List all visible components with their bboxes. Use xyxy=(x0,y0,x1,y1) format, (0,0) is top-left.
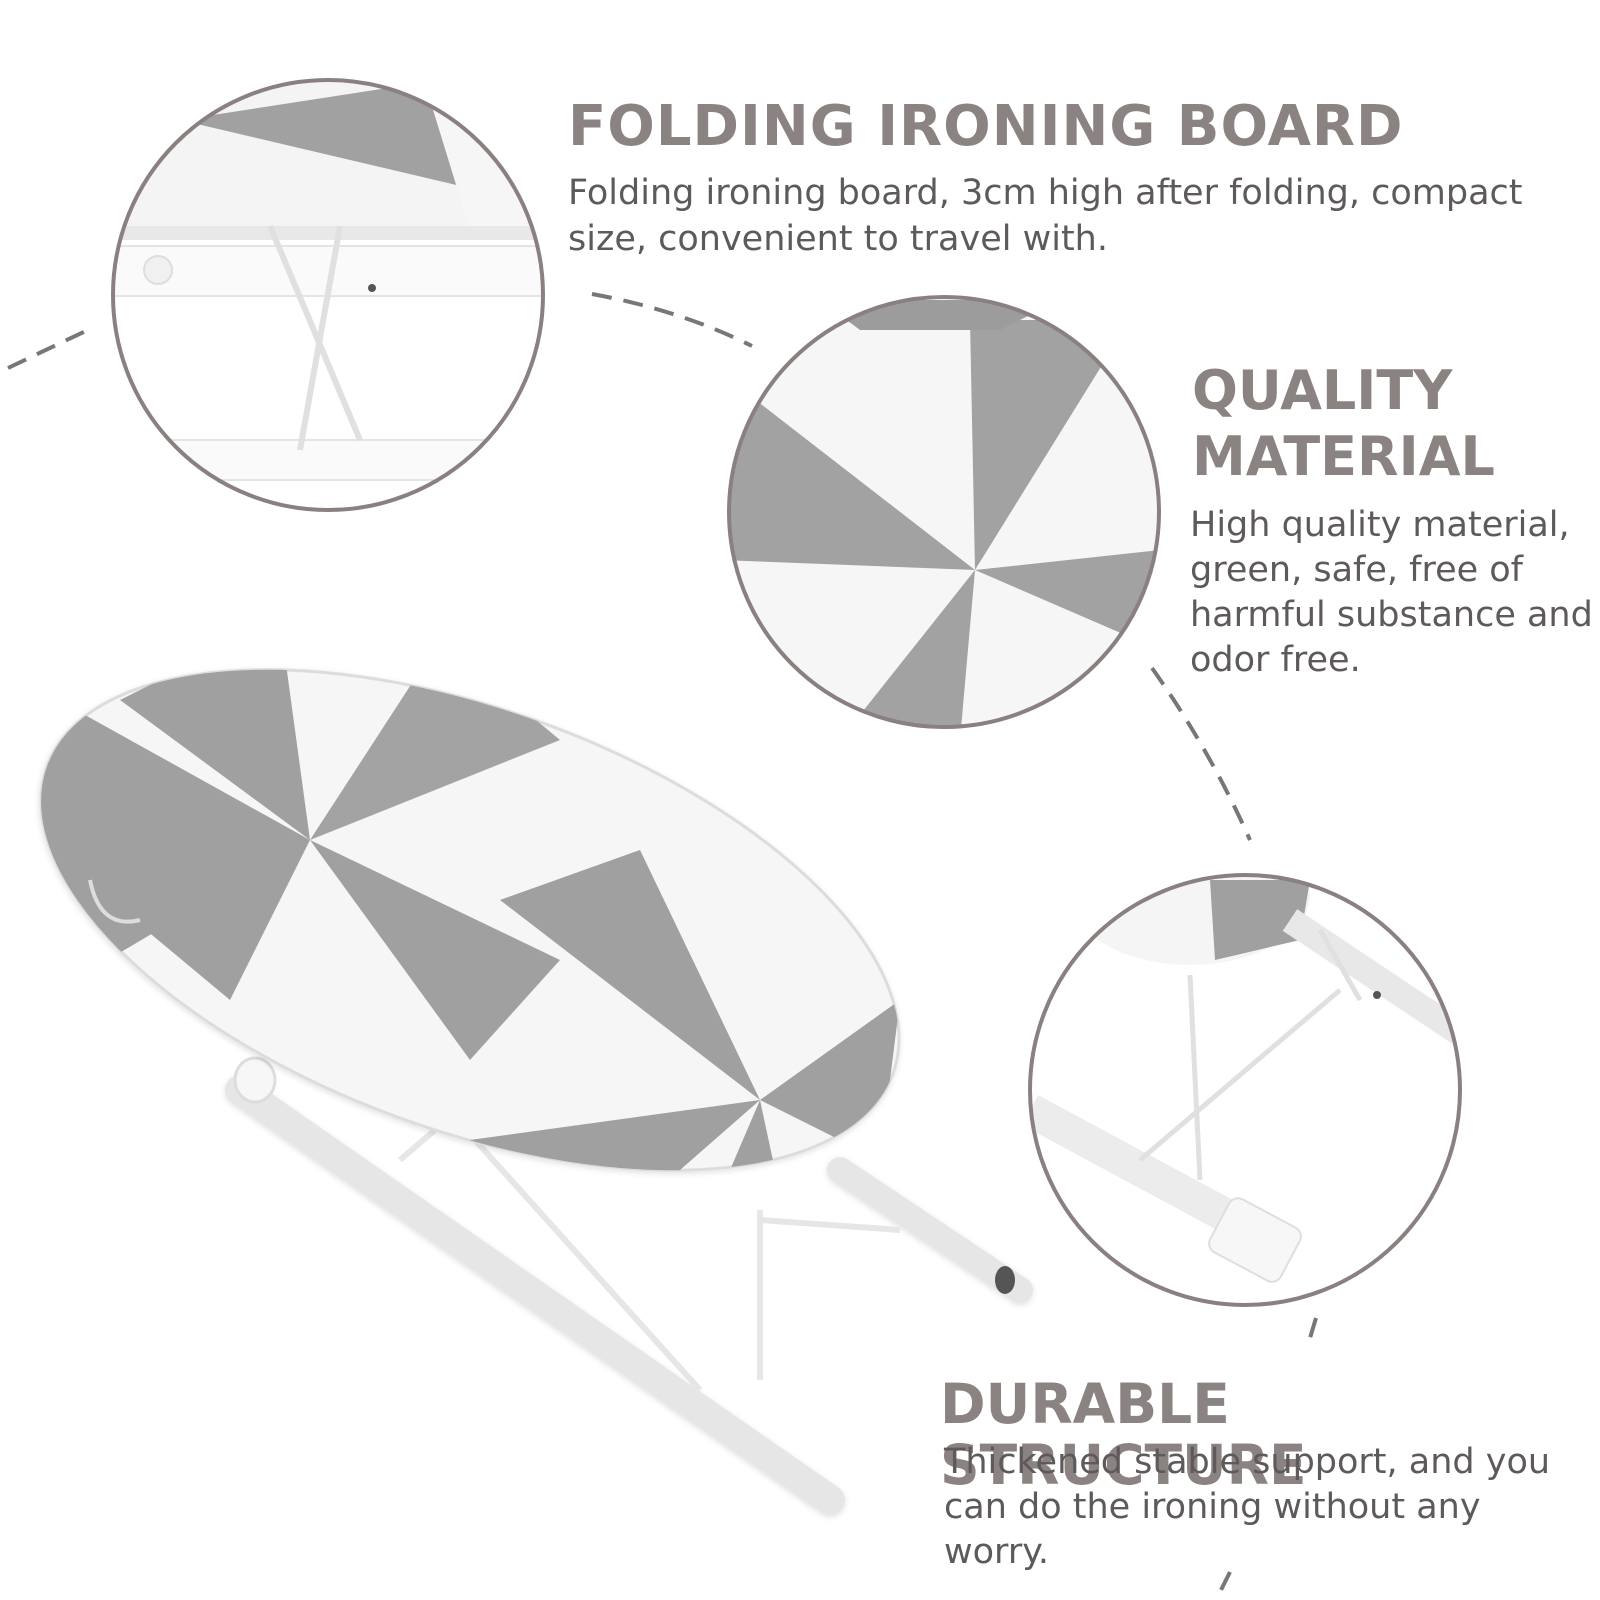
feature-title-folding: FOLDING IRONING BOARD xyxy=(568,94,1404,159)
feature-title-structure: DURABLE STRUCTURE xyxy=(940,1372,1307,1497)
ironing-board-illustration xyxy=(39,620,1033,1515)
board-pattern xyxy=(40,620,900,1240)
feature-description-folding: Folding ironing board, 3cm high after fo… xyxy=(568,173,1523,259)
connector-dashes xyxy=(7,292,1318,1600)
detail-circle-folding xyxy=(111,78,545,512)
feature-description-material: High quality material, green, safe, free… xyxy=(1190,505,1593,680)
feature-description-structure: Thickened stable support, and you can do… xyxy=(944,1442,1551,1572)
feature-title-material: QUALITY MATERIAL xyxy=(1192,359,1495,488)
detail-circle-structure xyxy=(1028,873,1462,1307)
detail-circle-material xyxy=(727,295,1161,729)
